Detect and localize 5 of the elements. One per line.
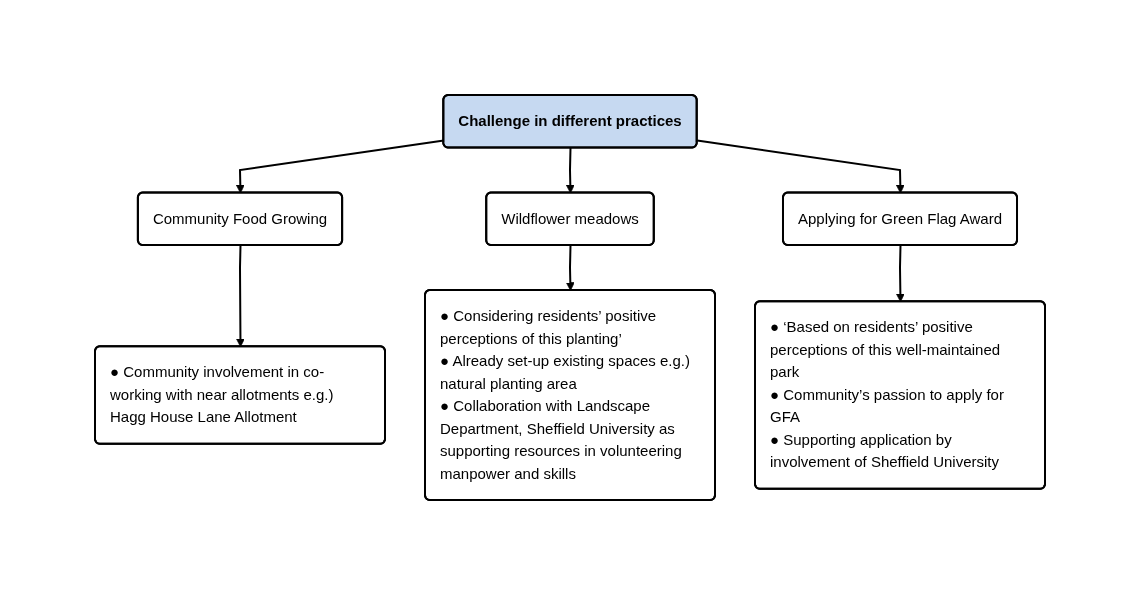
node-text: ● Considering residents’ positive perceptions of this planting’ ● Already set-up existing spaces e.g.) natural planting area ● Collaboration with Landscape Department, Sheffield University as supporting resources in volunteering manpower and skills [439, 306, 690, 481]
arrow [565, 146, 575, 193]
arrow [565, 244, 575, 291]
arrow [235, 244, 245, 347]
arrow [895, 244, 905, 302]
